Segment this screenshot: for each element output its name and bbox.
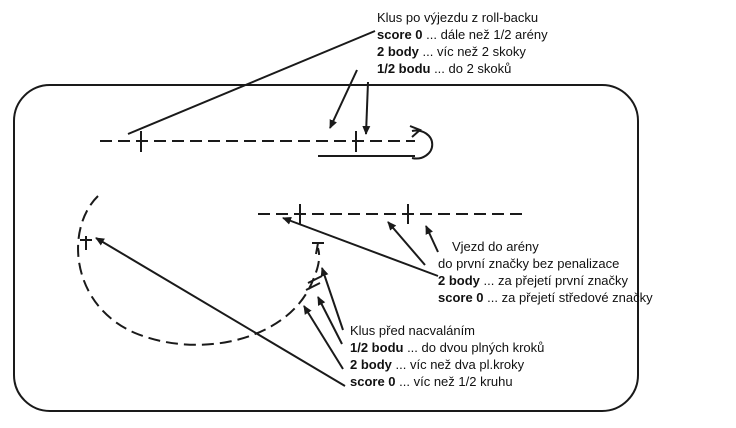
circle-note-heading: Klus před nacvaláním	[350, 323, 476, 338]
entry-pointer-2	[387, 221, 426, 266]
circle-pointer-2	[303, 305, 344, 370]
rollback-row-strong: 2 body	[377, 44, 419, 59]
entry-row-rest: ... za přejetí středové značky	[483, 290, 653, 305]
entry-row-strong: score 0	[438, 290, 484, 305]
circle-note-row: score 0 ... víc než 1/2 kruhu	[350, 373, 544, 390]
entry-row-rest: ... za přejetí první značky	[479, 273, 629, 288]
rollback-note-row: 1/2 bodu ... do 2 skoků	[377, 60, 548, 77]
rollback-row-rest: ... dále než 1/2 arény	[422, 27, 548, 42]
circle-marker-right-1	[307, 275, 323, 284]
circle-row-strong: 2 body	[350, 357, 392, 372]
entry-row-strong: 2 body	[438, 273, 480, 288]
entry-note-subheading: do první značky bez penalizace	[438, 256, 620, 271]
rollback-note-heading: Klus po výjezdu z roll-backu	[377, 10, 539, 25]
circle-pointer-4	[320, 267, 344, 331]
circle-pointer-3	[317, 296, 343, 345]
circle-row-rest: ... víc než dva pl.kroky	[391, 357, 525, 372]
rollback-note-row: 2 body ... víc než 2 skoky	[377, 43, 548, 60]
rollback-pointer-1	[127, 30, 376, 135]
circle-pointer-1	[95, 237, 346, 387]
circle-marker-right-2	[305, 282, 321, 291]
entry-note: Vjezd do arény do první značky bez penal…	[438, 238, 653, 306]
circle-note-row: 1/2 bodu ... do dvou plných kroků	[350, 339, 544, 356]
circle-row-strong: 1/2 bodu	[350, 340, 404, 355]
circle-note-row: 2 body ... víc než dva pl.kroky	[350, 356, 544, 373]
rollback-pointer-2	[329, 69, 358, 129]
circle-row-rest: ... víc než 1/2 kruhu	[395, 374, 513, 389]
canter-circle	[77, 195, 321, 346]
entry-pointer-3	[425, 225, 439, 253]
circle-row-strong: score 0	[350, 374, 396, 389]
circle-note: Klus před nacvaláním 1/2 bodu ... do dvo…	[350, 322, 544, 390]
circle-marker-top	[312, 242, 324, 255]
entry-pointer-1	[282, 217, 439, 277]
rollback-row-strong: 1/2 bodu	[377, 61, 431, 76]
rollback-turn-arrowhead	[409, 125, 422, 138]
rollback-note: Klus po výjezdu z roll-backu score 0 ...…	[377, 9, 548, 77]
arena-outline	[13, 84, 639, 412]
entry-note-row: score 0 ... za přejetí středové značky	[438, 289, 653, 306]
entry-note-heading: Vjezd do arény	[452, 239, 539, 254]
circle-row-rest: ... do dvou plných kroků	[403, 340, 545, 355]
rollback-row-rest: ... víc než 2 skoky	[418, 44, 526, 59]
rollback-row-strong: score 0	[377, 27, 423, 42]
entry-note-row: 2 body ... za přejetí první značky	[438, 272, 653, 289]
rollback-note-row: score 0 ... dále než 1/2 arény	[377, 26, 548, 43]
rollback-pointer-3	[362, 81, 371, 135]
rollback-row-rest: ... do 2 skoků	[430, 61, 512, 76]
